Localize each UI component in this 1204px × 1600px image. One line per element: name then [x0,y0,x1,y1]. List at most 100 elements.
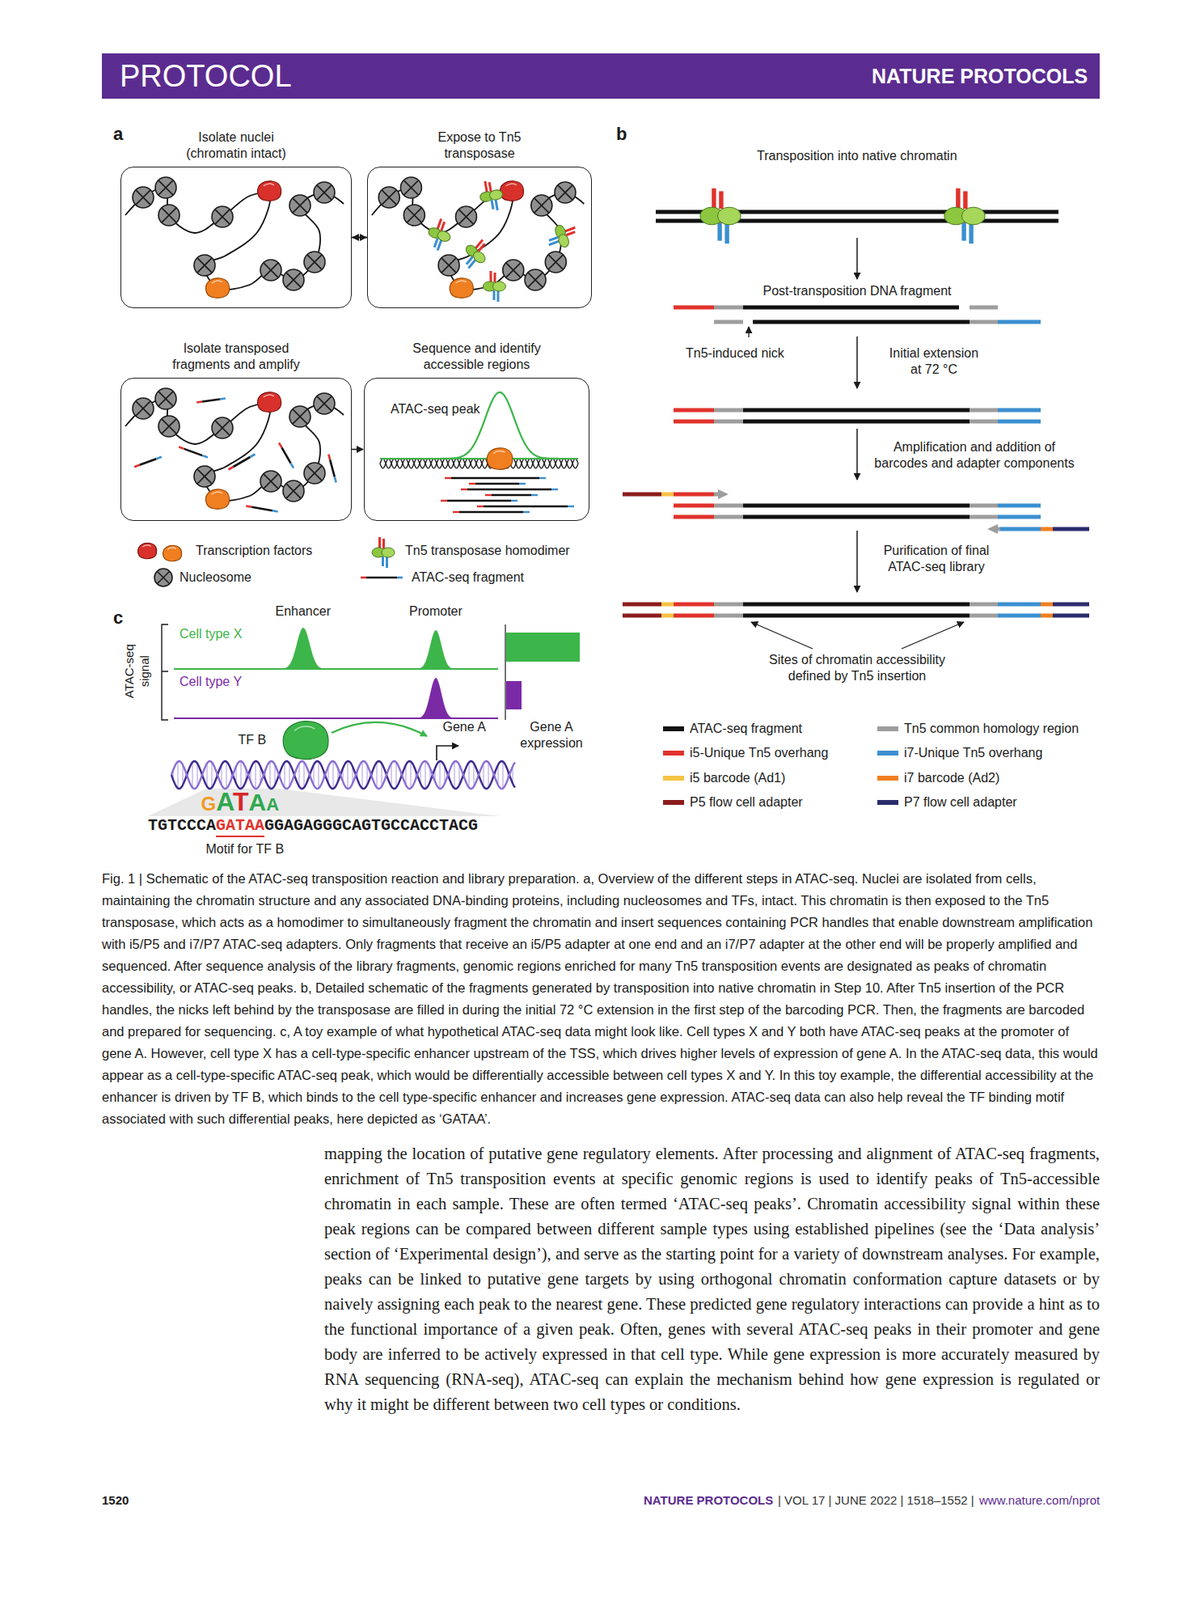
helix-rung [405,764,406,785]
nucleosome-cross [215,420,230,436]
tn5-i7-handle [724,223,729,244]
helix-rung [468,761,469,787]
logo-letter: A [248,788,267,816]
helix-rung [274,764,275,785]
nucleosome-cross [506,262,521,278]
region-label: Promoter [409,603,463,620]
helix-rung [303,761,305,787]
leader-arrow [751,621,813,649]
helix-rung [288,763,290,786]
helix-rung [240,760,241,789]
strand-segment [969,602,998,607]
factor-highlight [506,183,517,186]
helix-rung [181,764,183,785]
dna-sequence: TGTCCCA [147,815,216,836]
strand-segment [1040,613,1053,618]
nucleosome [403,204,425,226]
helix-rung [225,761,227,789]
tn5-monomer [371,547,385,558]
helix-rung [463,772,465,778]
transcription-factor [257,392,281,412]
legend-text: P7 flow cell adapter [904,794,1018,811]
helix-rung [211,761,212,787]
fragment-segment [485,494,492,496]
legend-swatch [663,726,685,731]
tn5-monomer [479,190,495,203]
nucleosome-cross [316,396,332,411]
strand-segment [673,602,714,607]
page-number: 1520 [101,1492,129,1509]
nucleosome [132,397,154,419]
tn5-monomer [489,189,504,202]
nucleosome [260,470,282,492]
nucleosome-cross [557,185,573,200]
flow-arrow [351,236,367,239]
nucleosome [155,177,177,199]
nucleosome-core [260,259,282,281]
nucleosome-cross [197,468,212,484]
region-label: Enhancer [275,603,332,620]
tn5-monomer [426,226,443,241]
helix-strand [171,760,516,789]
leader-arrow [747,326,749,338]
dna-helix [380,458,579,469]
nucleosome [194,465,216,487]
factor-body [257,181,281,201]
factor-highlight [167,547,176,550]
factor-highlight [493,450,505,453]
transcription-factor [205,278,229,298]
legend-text: ATAC-seq fragment [689,720,803,737]
strand-segment [713,503,744,508]
helix-rung [245,768,246,782]
step-box: Isolate transposed fragments and amplify [120,340,352,521]
helix-rung [443,766,445,784]
helix-rung [298,763,300,786]
nucleosome [289,194,311,216]
nucleosome [531,194,553,216]
nucleosome-core [455,206,477,228]
transcription-factor [163,544,182,561]
fragment-segment [178,447,185,449]
nucleosome-core [194,254,216,276]
nucleosome [524,269,546,291]
legend-text: Nucleosome [179,569,252,586]
expression-bar [506,632,580,662]
helix-rung [337,768,338,782]
helix-rung [322,769,324,779]
box-outline [367,166,592,309]
fragment-segment [291,463,295,469]
chromatin [125,177,344,298]
helix-rung [269,761,271,789]
tn5-monomer [553,223,568,240]
strand-segment [673,305,714,310]
bar-axis [504,624,506,720]
track-label: Cell type Y [179,673,242,690]
fragment-segment [282,447,292,463]
dna-strand [125,397,344,501]
nucleosome-core [211,417,233,439]
step-label: Tn5-induced nick [685,345,785,362]
helix-rung [419,766,421,784]
fragment-segment [467,488,552,491]
fragment-segment [539,477,546,479]
flow-arrow [352,236,368,239]
flow-arrow [351,448,364,451]
strand-segment [1000,527,1041,532]
nucleosome [455,206,477,228]
nucleosome [211,206,233,228]
fragment-segment [134,464,140,467]
atac-fragment [278,442,294,468]
atac-fragment [328,454,336,483]
tn5-i5-handle [711,188,716,209]
tn5-dimer [700,188,741,244]
strand-segment [622,602,662,607]
helix-rung [473,763,474,786]
tn5-i5-handle [493,272,496,283]
nucleosome [313,392,335,415]
nucleosome [132,186,154,208]
strand-segment [743,515,970,520]
nucleosome-core [531,194,553,216]
nucleosome [154,568,173,587]
strand-segment [743,419,970,424]
fragment-segment [567,505,575,507]
